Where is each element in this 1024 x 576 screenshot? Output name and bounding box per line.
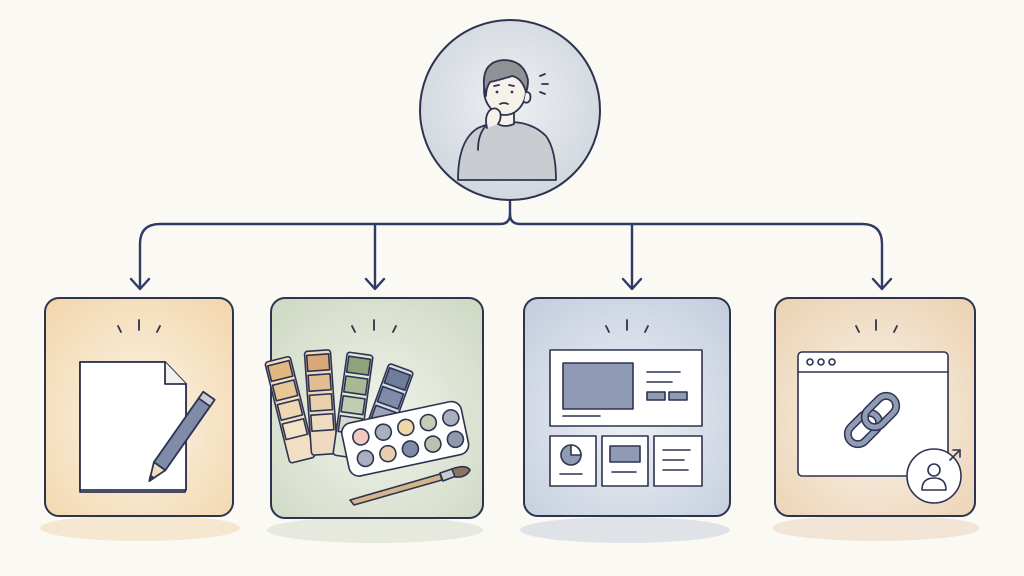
color-swatches-palette-icon xyxy=(264,349,471,506)
thinking-person-icon xyxy=(457,59,557,181)
root-stem xyxy=(138,195,512,290)
blank-paper-pencil-icon xyxy=(79,361,216,493)
arrowhead-2 xyxy=(364,277,386,291)
arrowhead-4 xyxy=(871,277,893,291)
card-4-sparkle xyxy=(855,319,898,333)
arrowhead-3 xyxy=(621,277,643,291)
card-1-sparkle xyxy=(117,319,161,333)
root-stem-right xyxy=(508,212,884,290)
root-node xyxy=(419,19,601,201)
card-2-sparkle xyxy=(351,319,397,333)
arrowhead-1 xyxy=(129,277,151,291)
layout-wireframe-icon xyxy=(549,349,703,487)
card-shadows xyxy=(40,515,980,543)
card-browser-link xyxy=(774,297,976,517)
connector-tree xyxy=(129,195,893,291)
browser-link-share-icon xyxy=(797,351,962,504)
card-layout-wireframe xyxy=(523,297,731,517)
card-3-sparkle xyxy=(605,319,649,333)
card-color-swatches xyxy=(264,297,484,519)
card-blank-paper xyxy=(44,297,234,517)
